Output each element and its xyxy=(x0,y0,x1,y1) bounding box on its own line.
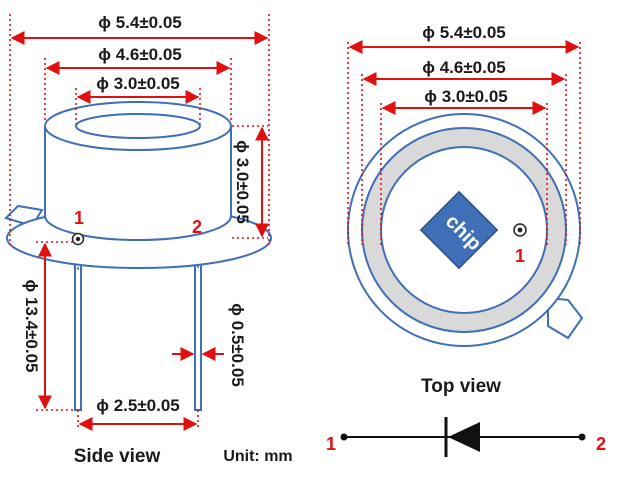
diode-symbol: 1 2 xyxy=(326,417,606,457)
unit-label: Unit: mm xyxy=(223,448,292,465)
diode-triangle-icon xyxy=(448,422,480,452)
diode-terminal-1 xyxy=(340,433,348,441)
side-dim-lead-dia: ϕ 0.5±0.05 xyxy=(228,303,247,387)
top-view: chip 1 ϕ 5.4±0.05 ϕ 4.6±0.05 ϕ 3.0±0.05 … xyxy=(347,23,584,397)
top-dim-outer: ϕ 5.4±0.05 xyxy=(422,23,506,42)
side-dim-mid: ϕ 4.6±0.05 xyxy=(98,45,182,64)
chip: chip xyxy=(419,190,499,270)
diode-pin1-label: 1 xyxy=(326,434,336,454)
side-dim-lead-length: ϕ 13.4±0.05 xyxy=(22,280,41,373)
top-pin1-mark-dot xyxy=(517,227,523,233)
side-dim-outer: ϕ 5.4±0.05 xyxy=(98,13,182,32)
side-view: 1 2 ϕ 5.4±0.05 ϕ 4.6±0.05 ϕ 3.0±0.05 ϕ 3… xyxy=(4,13,293,467)
top-dim-inner: ϕ 3.0±0.05 xyxy=(424,87,508,106)
top-tab xyxy=(547,296,584,340)
diode-pin2-label: 2 xyxy=(596,434,606,454)
can-body xyxy=(44,126,232,241)
can-window xyxy=(75,113,201,139)
top-pin1-label: 1 xyxy=(515,246,525,266)
top-view-caption: Top view xyxy=(421,376,501,397)
pin1-mark-dot xyxy=(75,236,81,242)
diode-terminal-2 xyxy=(578,433,586,441)
chip-die xyxy=(419,190,499,270)
side-view-caption: Side view xyxy=(74,446,161,467)
side-pin2-label: 2 xyxy=(192,217,202,237)
side-dim-pitch: ϕ 2.5±0.05 xyxy=(96,396,180,415)
side-dim-inner: ϕ 3.0±0.05 xyxy=(96,74,180,93)
side-dim-height: ϕ 3.0±0.05 xyxy=(233,140,252,224)
side-pin1-label: 1 xyxy=(74,208,84,228)
top-dim-mid: ϕ 4.6±0.05 xyxy=(422,58,506,77)
